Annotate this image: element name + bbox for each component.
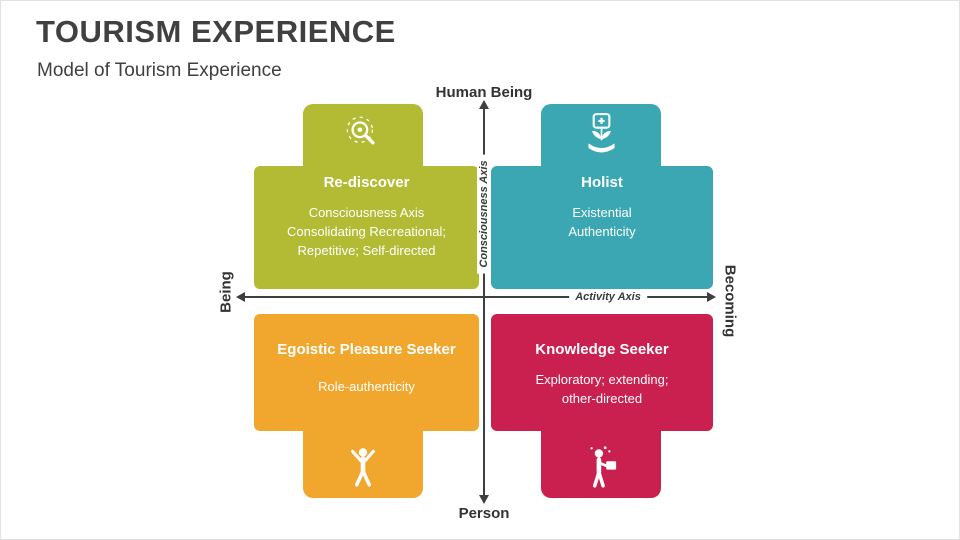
vertical-axis-name: Consciousness Axis [477, 154, 491, 274]
quadrant-tab-re-discover [303, 104, 423, 174]
horizontal-axis-line [245, 296, 707, 298]
axis-label-right: Becoming [721, 264, 739, 338]
magnifier-search-icon [346, 116, 375, 145]
quadrant-tab-egoistic [303, 419, 423, 498]
page-title: TOURISM EXPERIENCE [36, 14, 396, 49]
arrow-left-icon [236, 292, 245, 302]
quadrant-body-text: Existential Authenticity [568, 205, 636, 239]
quadrant-tab-knowledge [541, 419, 661, 498]
hand-plant-icon [588, 113, 615, 153]
quadrant-title: Holist [581, 174, 623, 191]
axis-label-left: Being [217, 271, 235, 313]
arrow-down-icon [479, 495, 489, 504]
person-celebrating-icon [351, 448, 375, 487]
quadrant-egoistic-pleasure-seeker: Egoistic Pleasure Seeker Role-authentici… [254, 314, 479, 431]
person-knowledge-icon [590, 446, 617, 488]
horizontal-axis-name: Activity Axis [569, 290, 647, 304]
page-subtitle: Model of Tourism Experience [37, 60, 282, 81]
arrow-up-icon [479, 100, 489, 109]
quadrant-title: Egoistic Pleasure Seeker [277, 341, 456, 358]
quadrant-body-text: Role-authenticity [318, 379, 415, 394]
quadrant-title: Knowledge Seeker [535, 341, 669, 358]
axis-label-bottom: Person [458, 505, 510, 522]
vertical-axis-line [483, 109, 485, 495]
quadrant-holist: Holist Existential Authenticity [491, 166, 713, 289]
quadrant-knowledge-seeker: Knowledge Seeker Exploratory; extending;… [491, 314, 713, 431]
axis-label-top: Human Being [435, 84, 533, 101]
quadrant-title: Re-discover [323, 174, 410, 191]
quadrant-re-discover: Re-discover Consciousness Axis Consolida… [254, 166, 479, 289]
quadrant-body-text: Consciousness Axis Consolidating Recreat… [287, 205, 446, 258]
arrow-right-icon [707, 292, 716, 302]
quadrant-tab-holist [541, 104, 661, 174]
quadrant-body-text: Exploratory; extending; other-directed [535, 372, 669, 406]
